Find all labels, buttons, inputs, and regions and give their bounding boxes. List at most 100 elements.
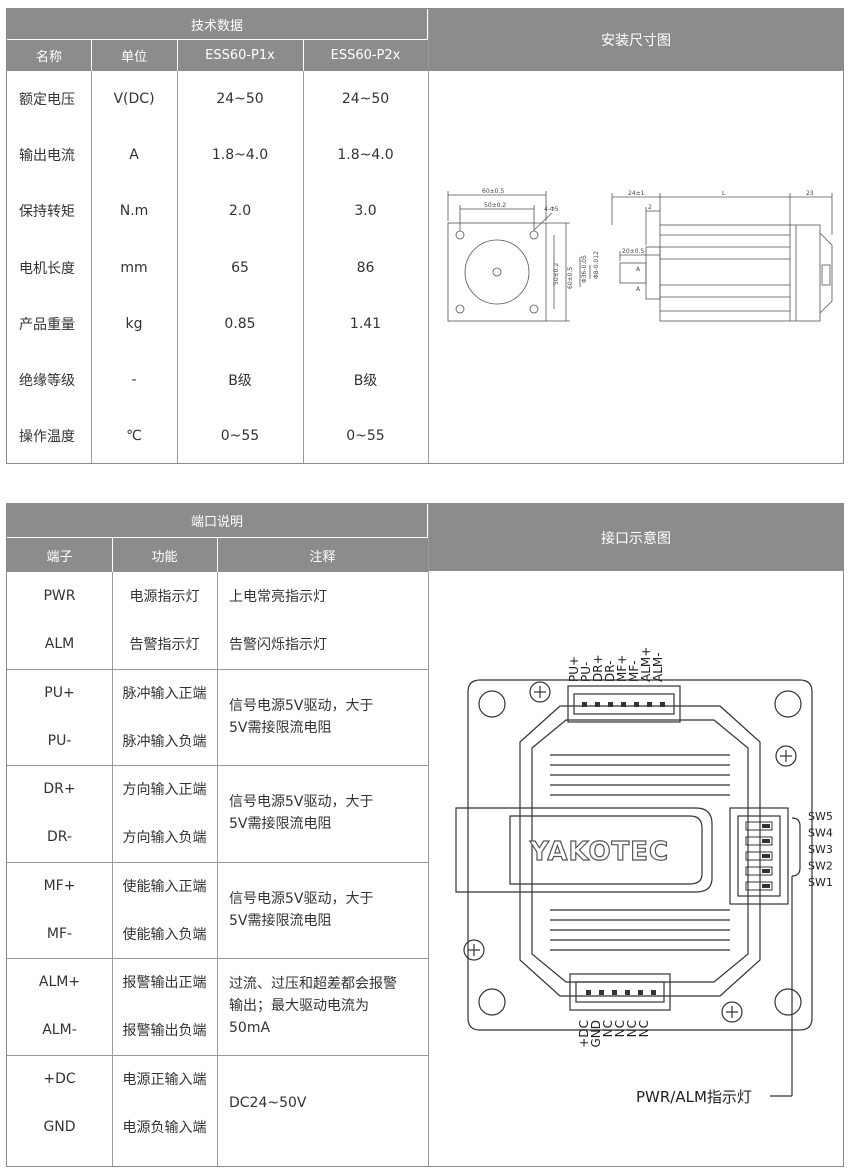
top-pin-label: PU- [579, 662, 593, 682]
port-function: 使能输入正端 [122, 878, 207, 895]
connector-pin [612, 990, 617, 995]
port-note-text: DC24~50V [229, 1092, 307, 1114]
dim-hole: 4-Φ5 [544, 206, 559, 213]
tech-cell: 86 [356, 259, 375, 276]
tech-cell: - [131, 372, 137, 389]
top-column-divider [428, 9, 429, 463]
port-note-line: 50mA [229, 1020, 271, 1037]
indicator-label: PWR/ALM指示灯 [636, 1088, 752, 1106]
tech-cell: V(DC) [113, 91, 155, 108]
dim-a1: A [636, 266, 641, 273]
port-col-divider [112, 572, 113, 1166]
dim-w60: 60±0.5 [482, 188, 504, 195]
connector-pin [599, 990, 604, 995]
bottom-pin-label: NC [637, 1020, 651, 1037]
dim-d20: 20±0.5 [622, 248, 644, 255]
interface-diagram: PU+PU-DR+DR-MF+MF-ALM+ALM- +DCGNDNCNCNCN… [455, 647, 833, 1106]
tech-cell: mm [120, 259, 148, 276]
port-title: 端口说明 [7, 504, 427, 537]
tech-cell: 1.41 [349, 315, 382, 332]
dip-switch-label: SW4 [808, 827, 833, 840]
dip-switch-label: SW3 [808, 843, 833, 856]
port-function: 报警输出正端 [122, 975, 207, 992]
tech-cell: 电机长度 [19, 260, 75, 277]
tech-cell: 保持转矩 [19, 204, 75, 221]
tech-cell: 24~50 [341, 91, 390, 108]
install-dim-title: 安装尺寸图 [429, 9, 843, 71]
dip-switch-knob [762, 884, 770, 888]
port-function: 电源正输入端 [122, 1071, 207, 1088]
tech-cell: 1.8~4.0 [211, 147, 269, 164]
port-function: 脉冲输入正端 [122, 685, 207, 702]
tech-cell: A [129, 147, 139, 164]
port-terminal: MF+ [43, 877, 76, 894]
port-function: 电源指示灯 [129, 589, 200, 606]
tech-cell: 输出电流 [19, 148, 75, 165]
dim-h50: 50±0.2 [553, 263, 560, 285]
dip-switch-slot [745, 851, 773, 861]
connector-pin [647, 702, 652, 707]
tech-cell: 0.85 [224, 315, 256, 332]
dim-d2: 2 [648, 204, 652, 211]
port-note-line: 5V需接限流电阻 [229, 816, 332, 833]
top-pin-label: MF- [627, 660, 641, 682]
port-terminal: GND [43, 1118, 76, 1135]
port-col-divider [217, 572, 218, 1166]
port-note: 上电常亮指示灯 [229, 589, 327, 606]
connector-pin [634, 702, 639, 707]
port-terminal: PU+ [44, 684, 75, 701]
top-pin-label: PU+ [567, 656, 581, 682]
dip-switch-slot [745, 881, 773, 891]
tech-col-divider [177, 40, 178, 71]
port-terminal: ALM [44, 636, 75, 653]
port-note-line: DC24~50V [229, 1094, 307, 1111]
tech-col-header: 单位 [91, 40, 177, 71]
port-note-line: 输出；最大驱动电流为 [229, 998, 369, 1015]
dim-w50: 50±0.2 [484, 202, 506, 209]
tech-cell: 产品重量 [19, 316, 75, 333]
tech-col-divider [303, 71, 304, 463]
tech-cell: B级 [228, 373, 252, 390]
install-dimension-drawing: 60±0.5 50±0.2 4-Φ5 50±0.2 60±0.5 Φ36-0.0… [447, 188, 833, 322]
tech-col-divider [91, 40, 92, 71]
bottom-pin-label: +DC [577, 1020, 591, 1048]
bottom-pin-label: NC [625, 1020, 639, 1037]
dim-d23: 23 [806, 190, 814, 197]
dim-shaft: Φ8-0.012 [593, 251, 600, 279]
tech-col-header: ESS60-P1x [177, 40, 303, 71]
dim-d24: 24±1 [628, 190, 645, 197]
port-col-header: 功能 [112, 538, 217, 572]
port-col-header: 端子 [7, 538, 112, 572]
tech-cell: 24~50 [216, 91, 264, 108]
bottom-pin-label: GND [589, 1020, 603, 1048]
dim-L: L [722, 190, 726, 197]
tech-cell: N.m [119, 203, 149, 220]
port-col-divider [217, 538, 218, 572]
port-terminal: +DC [43, 1070, 76, 1087]
port-header-divider [7, 537, 427, 538]
top-pin-label: DR+ [591, 654, 605, 682]
dip-switch-knob [762, 839, 770, 843]
port-terminal: ALM+ [38, 974, 81, 991]
port-note: DC24~50V [217, 1055, 428, 1152]
dip-switch-knob [762, 824, 770, 828]
dip-switch-slot [745, 836, 773, 846]
connector-pin [625, 990, 630, 995]
dip-switch-slot [745, 821, 773, 831]
connector-pin [621, 702, 626, 707]
top-pin-label: DR- [603, 661, 617, 682]
port-col-header: 注释 [217, 538, 428, 572]
port-function: 使能输入负端 [122, 926, 207, 943]
tech-data-panel [6, 8, 844, 464]
tech-cell: 0~55 [220, 428, 260, 445]
port-terminal: ALM- [42, 1022, 77, 1039]
port-terminal: DR+ [43, 781, 76, 798]
tech-cell: 65 [231, 259, 249, 276]
